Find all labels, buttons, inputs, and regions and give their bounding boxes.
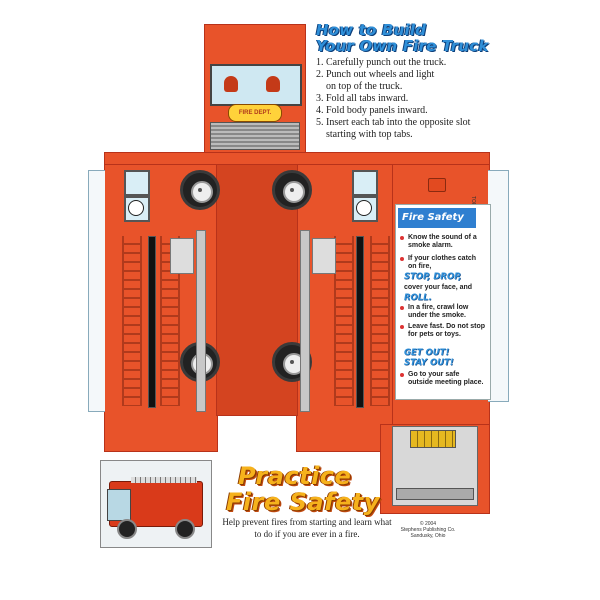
safety-tip-leave-fast: Leave fast. Do not stop for pets or toys… bbox=[408, 323, 486, 338]
copyright-year: © 2004 bbox=[419, 521, 437, 527]
hose-left bbox=[148, 236, 156, 408]
hose-right bbox=[356, 236, 364, 408]
side-rail-right bbox=[300, 230, 310, 412]
safety-tip-clothes: If your clothes catch on fire, bbox=[408, 255, 477, 270]
photo-ladder bbox=[131, 477, 197, 483]
left-window-top bbox=[124, 170, 150, 196]
copyright-notice: © 2004 Stephens Publishing Co. Sandusky,… bbox=[400, 521, 456, 539]
roll-callout: ROLL. bbox=[404, 293, 432, 303]
ladder-left-outer bbox=[122, 236, 142, 406]
build-step: 2. Punch out wheels and light bbox=[316, 69, 435, 80]
rear-bumper bbox=[396, 488, 474, 500]
photo-truck-cab bbox=[107, 489, 131, 521]
front-left-tire-icon bbox=[180, 170, 220, 210]
ladder-right-outer bbox=[370, 236, 390, 406]
build-instructions-title: How to Build Your Own Fire Truck bbox=[316, 22, 586, 54]
safety-tip-smoke-alarm: Know the sound of a smoke alarm. bbox=[408, 234, 477, 249]
build-step: starting with top tabs. bbox=[316, 129, 413, 140]
bullet-icon bbox=[400, 373, 404, 377]
safety-tip-crawl-low: In a fire, crawl low under the smoke. bbox=[408, 304, 469, 319]
copyright-location: Sandusky, Ohio bbox=[410, 533, 446, 539]
photo-wheel-front-icon bbox=[117, 519, 137, 539]
build-title-line1: How to Build bbox=[316, 21, 427, 39]
build-title-line2: Your Own Fire Truck bbox=[316, 37, 489, 55]
rear-light-icon bbox=[428, 178, 446, 192]
ladder-left-inner bbox=[160, 236, 180, 406]
practice-title-line1: Practice bbox=[238, 462, 352, 490]
build-step: 1. Carefully punch out the truck. bbox=[316, 57, 447, 68]
build-step: on top of the truck. bbox=[316, 81, 403, 92]
photo-wheel-rear-icon bbox=[175, 519, 195, 539]
stop-drop-callout: STOP, DROP, bbox=[404, 272, 462, 282]
cab-emblem: FIRE DEPT. bbox=[228, 104, 282, 122]
firefighter-left-icon bbox=[224, 76, 238, 92]
help-text: Help prevent fires from starting and lea… bbox=[222, 517, 392, 539]
fire-safety-panel bbox=[395, 204, 491, 400]
cab-grille bbox=[210, 122, 300, 150]
bullet-icon bbox=[400, 257, 404, 261]
pump-panel-left bbox=[170, 238, 194, 274]
right-tab bbox=[488, 170, 509, 402]
build-steps-list: 1. Carefully punch out the truck. 2. Pun… bbox=[316, 57, 516, 141]
bullet-icon bbox=[400, 325, 404, 329]
copyright-publisher: Stephens Publishing Co. bbox=[400, 527, 456, 533]
fire-safety-header: Fire Safety bbox=[398, 208, 476, 228]
get-out-callout: GET OUT! bbox=[404, 348, 450, 358]
dalmatian-icon bbox=[356, 200, 372, 216]
side-rail-left bbox=[196, 230, 206, 412]
practice-title-line2: Fire Safety bbox=[226, 488, 380, 516]
rear-hose-bed bbox=[410, 430, 456, 448]
stay-out-callout: STAY OUT! bbox=[404, 358, 454, 368]
assembled-truck-photo bbox=[100, 460, 212, 548]
build-step: 3. Fold all tabs inward. bbox=[316, 93, 409, 104]
ladder-right-inner bbox=[334, 236, 354, 406]
bullet-icon bbox=[400, 236, 404, 240]
pump-panel-right bbox=[312, 238, 336, 274]
bullet-icon bbox=[400, 306, 404, 310]
dalmatian-icon bbox=[128, 200, 144, 216]
left-tab bbox=[88, 170, 105, 412]
build-step: 4. Fold body panels inward. bbox=[316, 105, 428, 116]
safety-tip-cover-face: cover your face, and bbox=[404, 284, 473, 291]
firefighter-right-icon bbox=[266, 76, 280, 92]
front-right-tire-icon bbox=[272, 170, 312, 210]
safety-tip-meeting-place: Go to your safe outside meeting place. bbox=[408, 371, 484, 386]
right-window-top bbox=[352, 170, 378, 196]
build-step: 5. Insert each tab into the opposite slo… bbox=[316, 117, 471, 128]
